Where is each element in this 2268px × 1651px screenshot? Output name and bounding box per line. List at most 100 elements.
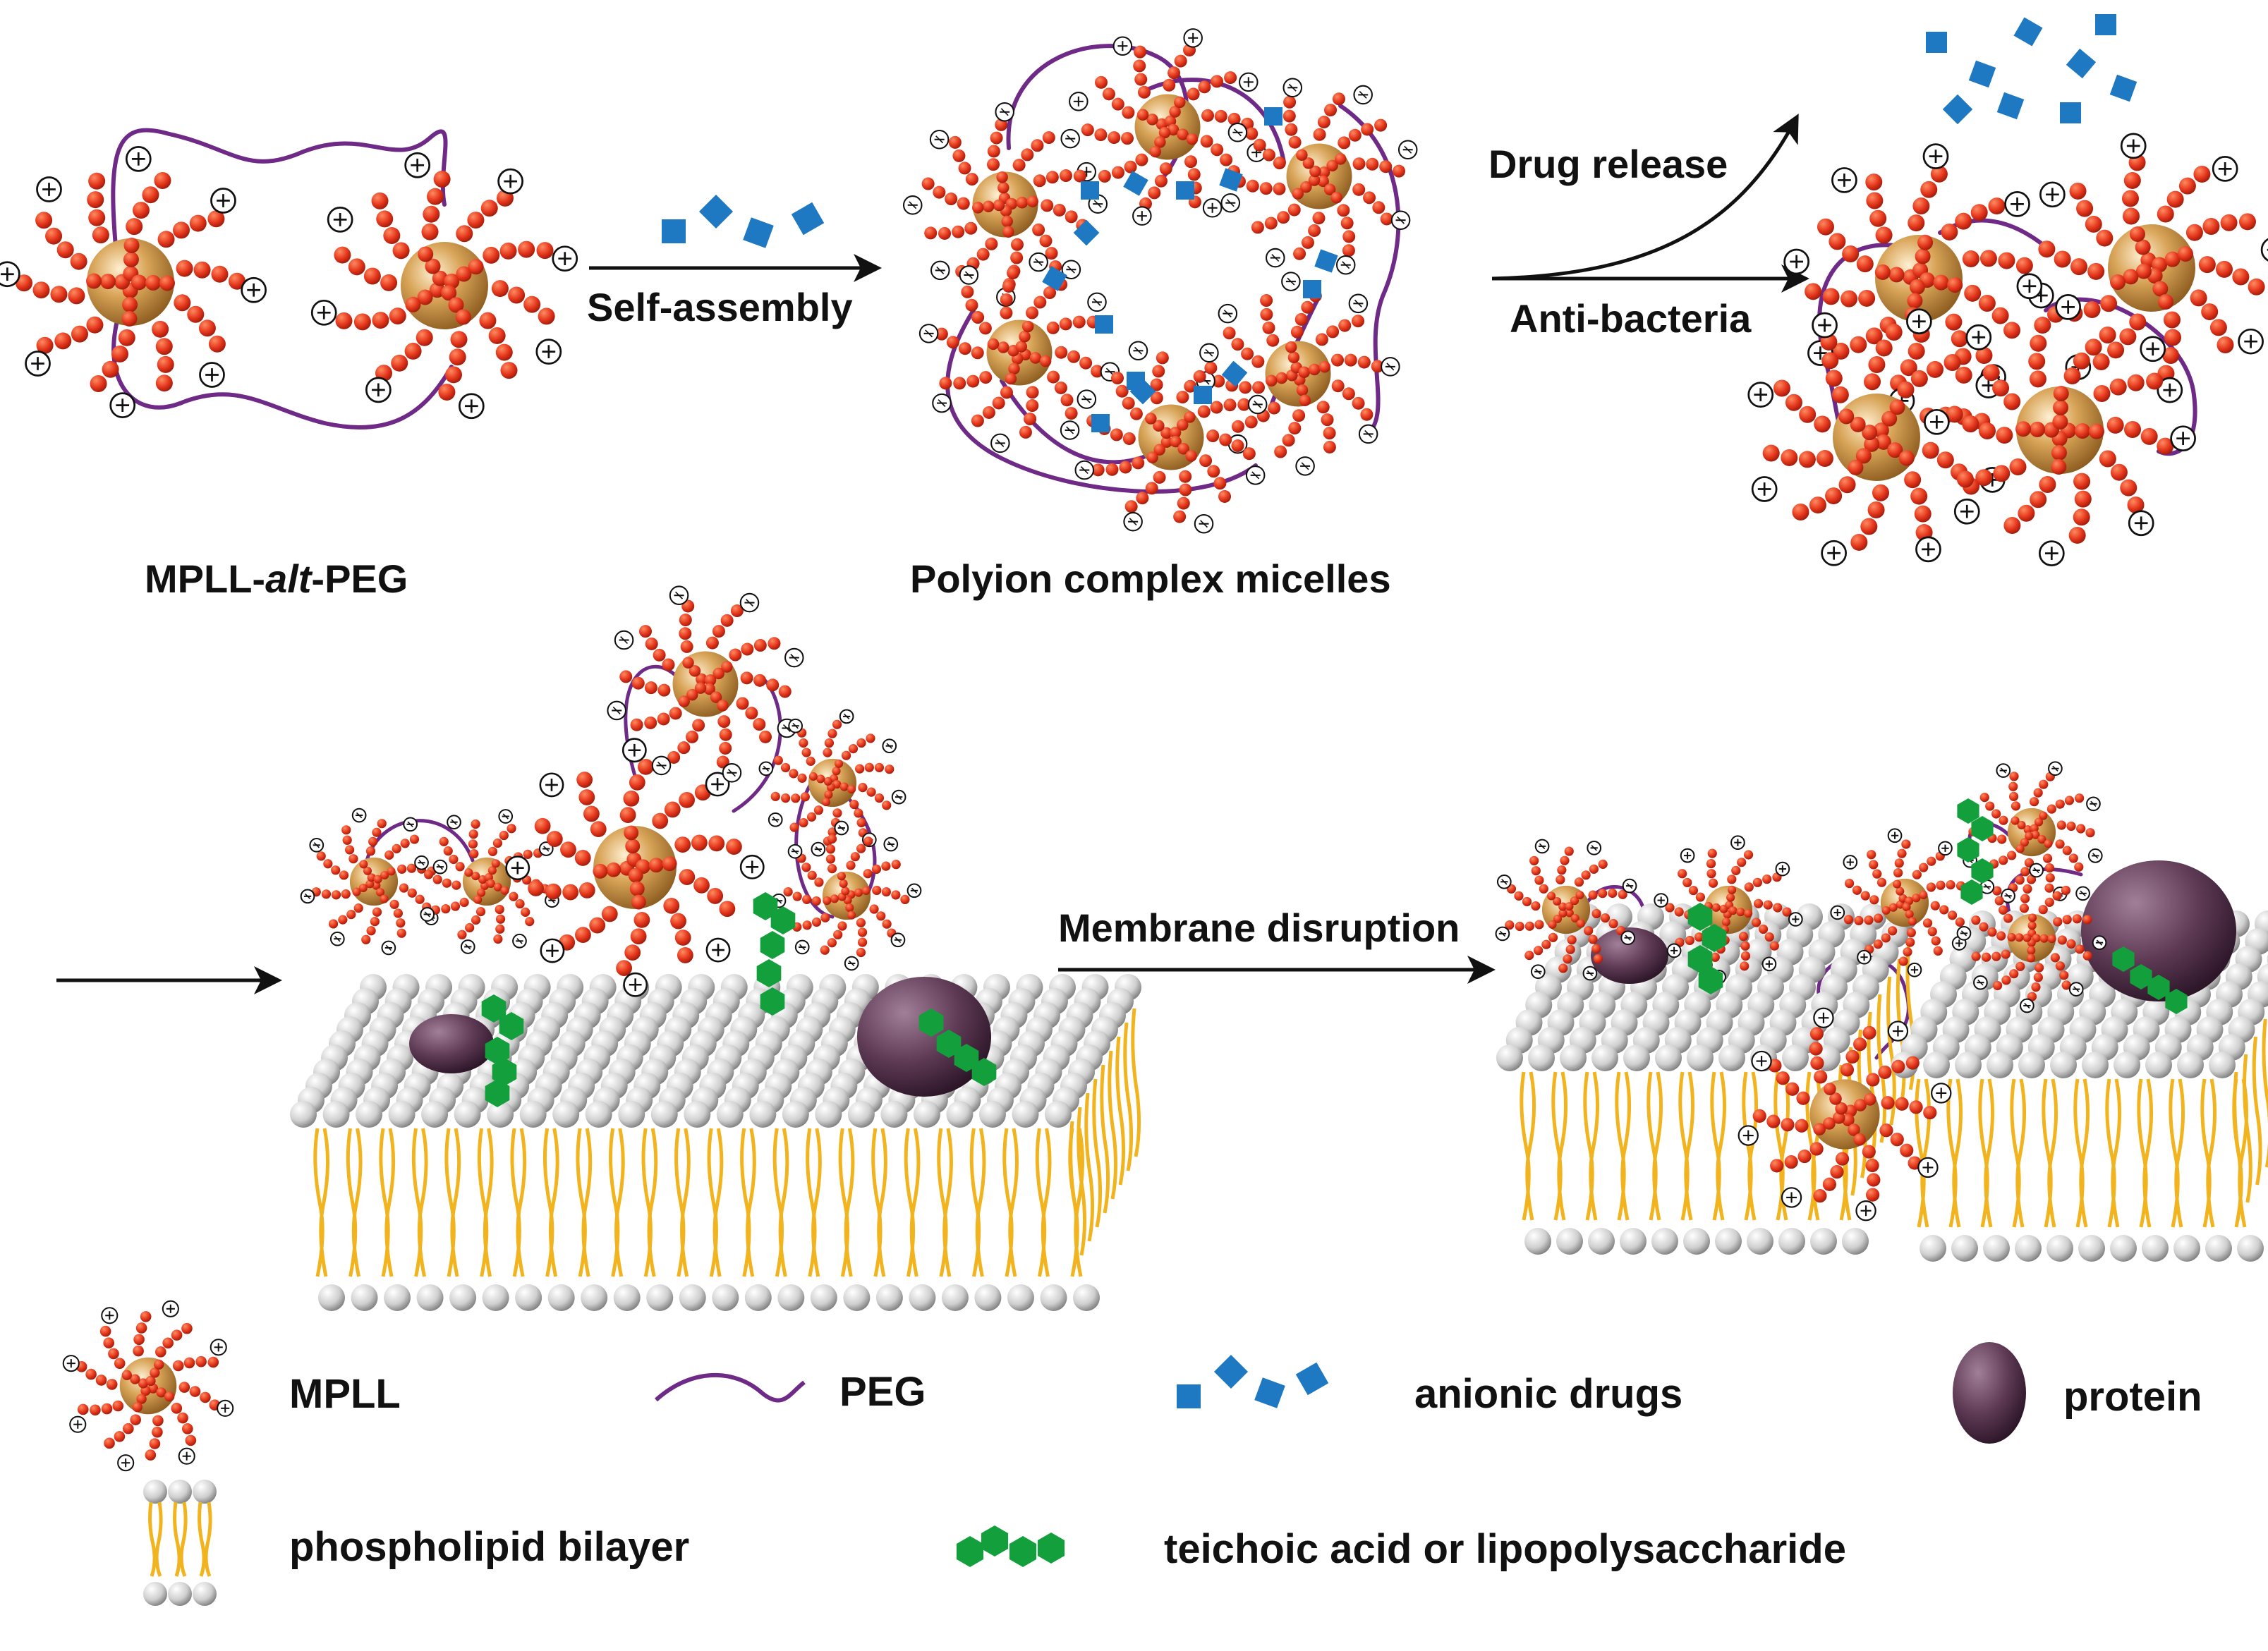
anionic-drug [1176,181,1194,200]
neutral-charge-icon [768,812,783,827]
neutral-charge-icon [420,907,435,922]
neutral-charge-icon [758,761,774,776]
neutral-charge-icon [990,433,1010,453]
plus-charge-icon [497,168,523,195]
micelle-core [119,1357,177,1415]
micelle-particle-bottom [1074,341,1268,534]
neutral-charge-icon [538,841,554,856]
neutral-charge-icon [1077,389,1097,409]
neutral-charge-icon [329,931,345,946]
anionic-drug [1081,181,1099,200]
disrupting-particle-1 [1495,839,1637,981]
plus-charge-icon [1812,312,1838,339]
peg-chain-bottom [111,308,454,430]
neutral-charge-icon [1397,140,1418,160]
neutral-charge-icon [1060,420,1080,440]
anionic-drug [1213,1354,1249,1389]
neutral-charge-icon [1582,965,1598,981]
anionic-drug [1073,219,1100,246]
plus-charge-icon [162,1300,179,1317]
neutral-charge-icon [1353,85,1373,105]
anti-bacteria-label: Anti-bacteria [1510,296,1752,341]
plus-charge-icon [1069,92,1088,111]
anionic-drug [2109,74,2137,102]
disrupting-particle-5 [1956,863,2107,1013]
neutral-charge-icon [834,820,849,836]
peg-chain [2044,297,2197,456]
floating-particle-4 [607,585,804,783]
plus-charge-icon [458,393,485,420]
disrupting-particle-3 [1830,828,1979,977]
released-particle-3 [1747,308,2006,566]
neutral-charge-icon [1029,252,1048,272]
anionic-drug [698,194,734,229]
neutral-charge-icon [891,789,906,805]
neutral-charge-icon [1530,964,1546,980]
plus-charge-icon [623,972,648,997]
floating-particle-1 [300,808,448,956]
anionic-drug [1303,280,1321,298]
plus-charge-icon [2238,328,2264,355]
neutral-charge-icon [2086,796,2101,812]
micelle-core [2007,808,2056,857]
neutral-charge-icon [614,630,634,650]
micelle-core [1134,94,1201,160]
neutral-charge-icon [1335,255,1356,275]
plus-charge-icon [1887,828,1903,843]
micelle-particle-right [1220,78,1418,275]
anionic-drug [1194,386,1212,404]
plus-charge-icon [1654,893,1669,908]
neutral-charge-icon [1348,293,1369,314]
anionic-drug [1177,1384,1201,1408]
plus-charge-icon [62,1355,80,1372]
neutral-charge-icon [1358,424,1378,444]
neutral-charge-icon [651,755,672,776]
neutral-charge-icon [902,195,923,215]
plus-charge-icon [2055,294,2082,320]
neutral-charge-icon [1128,341,1148,361]
plus-charge-icon [1666,943,1682,958]
teichoic-acid-chain [918,1009,997,1086]
neutral-charge-icon [959,265,979,285]
neutral-charge-icon [995,102,1014,122]
plus-charge-icon [199,362,225,388]
anionic-drug [2095,14,2116,35]
neutral-charge-icon [2075,886,2090,901]
plus-charge-icon [210,188,236,214]
anionic-drug [1996,92,2025,120]
plus-charge-icon [1857,949,1872,965]
neutral-charge-icon [1220,193,1241,213]
teichoic-acid-chain [2112,946,2188,1014]
neutral-charge-icon [1074,460,1095,480]
plus-charge-icon [2260,238,2268,262]
self-assembly-label: Self-assembly [587,285,853,329]
neutral-charge-icon [1061,260,1081,280]
plus-charge-icon [178,1447,195,1465]
legend-peg-icon [654,1373,806,1403]
micelle-core [87,238,174,326]
neutral-charge-icon [882,738,897,754]
neutral-charge-icon [381,940,396,956]
anionic-drug [1295,1362,1329,1396]
plus-charge-icon [327,207,353,233]
protein-icon [1591,927,1668,984]
anionic-drug [1254,1377,1285,1408]
plus-charge-icon [36,176,62,202]
plus-charge-icon [210,1339,227,1356]
plus-charge-icon [1761,956,1777,972]
mpll-alt-peg-label: MPLL-alt-PEG [145,556,408,601]
neutral-charge-icon [2092,935,2107,950]
plus-charge-icon [1751,476,1778,502]
plus-charge-icon [1931,1083,1952,1104]
neutral-charge-icon [929,129,950,150]
phospholipid-bilayer-left [290,974,1141,1311]
anionic-drug [2066,48,2097,79]
legend-protein-icon [1953,1342,2026,1444]
neutral-charge-icon [932,393,952,413]
plus-charge-icon [2004,191,2030,217]
plus-charge-icon [109,392,136,418]
neutral-charge-icon [1390,210,1411,230]
peg-chain [732,675,782,813]
plus-charge-icon [0,261,20,288]
